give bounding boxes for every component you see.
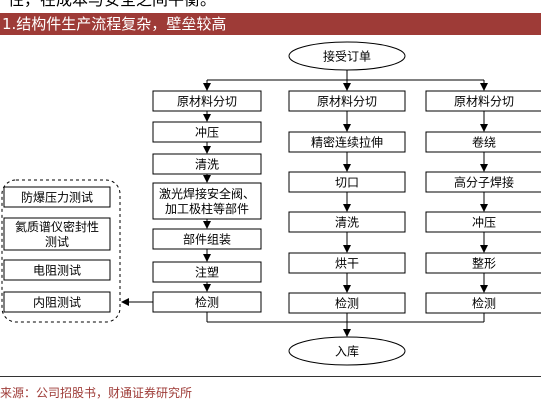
col1-step-7: 检测 (152, 291, 262, 313)
col3-step-3-box (425, 171, 541, 193)
col2-step-2: 精密连续拉伸 (288, 131, 406, 153)
col3-step-2-label: 卷绕 (472, 135, 496, 150)
test-item-3-label: 电阻测试 (33, 263, 81, 278)
col3-step-1: 原材料分切 (425, 90, 541, 112)
col1-step-6: 注塑 (152, 261, 262, 283)
test-item-2-box (3, 217, 111, 251)
test-item-4: 内阻测试 (3, 291, 111, 313)
col2-step-2-box (288, 131, 406, 153)
end-node-label: 入库 (335, 344, 359, 359)
col1-step-7-box (152, 291, 262, 313)
end-node-shape (288, 336, 406, 366)
col2-step-5: 烘干 (288, 252, 406, 274)
process-flow-diagram: 接受订单入库原材料分切冲压清洗激光焊接安全阀、加工极柱等部件部件组装注塑检测原材… (1, 41, 541, 366)
col1-step-2-box (152, 121, 262, 143)
col2-step-5-label: 烘干 (335, 257, 359, 271)
col3-step-6-label: 检测 (472, 296, 496, 311)
col3-step-2: 卷绕 (425, 131, 541, 153)
col2-step-3: 切口 (288, 171, 406, 193)
col2-step-4: 清洗 (288, 211, 406, 233)
col1-step-7-label: 检测 (195, 295, 219, 310)
top-text: 性，在成本与安全之间平衡。 (8, 0, 216, 8)
test-item-3: 电阻测试 (3, 259, 111, 281)
col3-step-5-label: 整形 (472, 256, 496, 271)
col2-step-6-label: 检测 (335, 296, 359, 311)
col1-step-5-label: 部件组装 (183, 232, 231, 247)
col1-step-4-label-line-2: 加工极柱等部件 (165, 201, 249, 216)
col3-step-4: 冲压 (425, 211, 541, 233)
flow-nodes: 接受订单入库原材料分切冲压清洗激光焊接安全阀、加工极柱等部件部件组装注塑检测原材… (1, 41, 541, 366)
col1-step-4-box (152, 182, 262, 220)
col1-step-3-box (152, 153, 262, 175)
test-item-1-box (3, 186, 111, 208)
col2-step-1: 原材料分切 (288, 90, 406, 112)
col1-step-1-box (152, 90, 262, 112)
col1-step-1-label: 原材料分切 (177, 95, 237, 109)
start-node: 接受订单 (288, 41, 406, 71)
col1-step-5: 部件组装 (152, 228, 262, 250)
col2-step-6-box (288, 292, 406, 314)
col2-step-1-box (288, 90, 406, 112)
test-item-2-label-line-2: 测试 (45, 234, 69, 249)
col2-step-3-box (288, 171, 406, 193)
end-node: 入库 (288, 336, 406, 366)
col1-step-2: 冲压 (152, 121, 262, 143)
col1-step-4: 激光焊接安全阀、加工极柱等部件 (152, 182, 262, 220)
test-item-2-label-line-1: 氦质谱仪密封性 (15, 219, 99, 234)
col3-step-3-label: 高分子焊接 (454, 175, 514, 190)
col1-step-6-box (152, 261, 262, 283)
col3-step-1-box (425, 90, 541, 112)
test-item-3-box (3, 259, 111, 281)
col3-step-5: 整形 (425, 252, 541, 274)
col1-step-3-label: 清洗 (195, 158, 219, 172)
source-note: 来源：公司招股书，财通证券研究所 (0, 386, 193, 400)
col2-step-6: 检测 (288, 292, 406, 314)
col3-step-2-box (425, 131, 541, 153)
col2-step-4-label: 清洗 (335, 216, 359, 230)
tests-group-frame (1, 179, 121, 323)
col2-step-3-label: 切口 (335, 176, 359, 190)
col3-step-3: 高分子焊接 (425, 171, 541, 193)
col3-step-4-box (425, 211, 541, 233)
col3-step-5-box (425, 252, 541, 274)
col1-step-1: 原材料分切 (152, 90, 262, 112)
col3-step-4-label: 冲压 (472, 215, 496, 230)
flow-edges (121, 70, 488, 337)
col1-step-6-label: 注塑 (195, 265, 219, 280)
col2-step-2-label: 精密连续拉伸 (311, 135, 383, 150)
bottom-rule (0, 376, 541, 377)
col3-step-6: 检测 (425, 292, 541, 314)
col1-step-2-label: 冲压 (195, 125, 219, 140)
col2-step-4-box (288, 211, 406, 233)
section-title-bar: 1.结构件生产流程复杂，壁垒较高 (0, 13, 541, 35)
col2-step-1-label: 原材料分切 (317, 95, 377, 109)
col2-step-5-box (288, 252, 406, 274)
top-text-fragment: 性，在成本与安全之间平衡。 (0, 0, 541, 10)
start-node-shape (288, 41, 406, 71)
test-item-1-label: 防爆压力测试 (21, 190, 93, 205)
col1-step-5-box (152, 228, 262, 250)
col3-step-1-label: 原材料分切 (454, 95, 514, 109)
col1-step-4-label-line-1: 激光焊接安全阀、 (159, 186, 255, 201)
section-title: 1.结构件生产流程复杂，壁垒较高 (2, 15, 227, 33)
test-item-4-box (3, 291, 111, 313)
test-item-4-label: 内阻测试 (33, 295, 81, 310)
col1-step-3: 清洗 (152, 153, 262, 175)
test-item-1: 防爆压力测试 (3, 186, 111, 208)
start-node-label: 接受订单 (323, 49, 371, 64)
col3-step-6-box (425, 292, 541, 314)
